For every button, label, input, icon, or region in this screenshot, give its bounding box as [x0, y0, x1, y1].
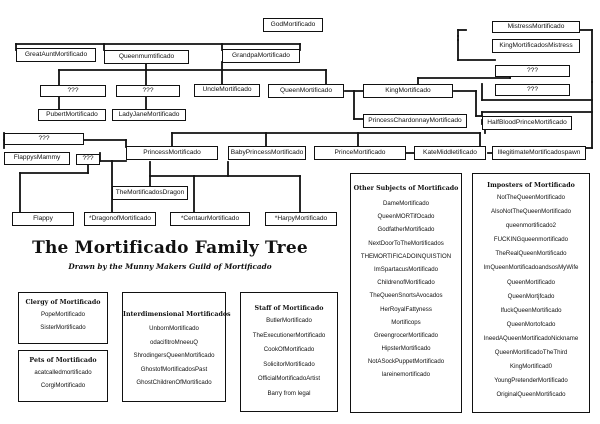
node-illegitimate-mortificadospawn: IllegitimateMortificadospawn	[492, 146, 586, 160]
list-item: YoungPretenderMortificado	[494, 377, 568, 385]
node-dragon-of-mortificado: *DragonofMortificado	[84, 212, 156, 226]
list-item: NextDoorToTheMortificados	[368, 239, 444, 247]
node-the-mortificados-dragon: TheMortificadosDragon	[112, 186, 188, 200]
panel-pets: Pets of Mortificado acatcalledmortificad…	[18, 350, 108, 402]
list-item: QueenMortjfcado	[507, 292, 555, 300]
list-item: CorgiMortificado	[40, 382, 86, 389]
panel-other-subjects-list: DameMortificado QueenMORTifOcado Godfath…	[351, 197, 461, 382]
panel-interdimensional-list: UnbornMortificado odacifitroMneeuQ Shrod…	[123, 322, 225, 390]
panel-other-subjects-heading: Other Subjects of Mortificado	[353, 185, 459, 192]
list-item: GhostofMortificadosPast	[140, 365, 208, 373]
list-item: lareinemortificado	[381, 371, 431, 379]
panel-staff: Staff of Mortificado ButlerMortificado T…	[240, 292, 338, 412]
panel-pets-list: acatcalledmortificado CorgiMortificado	[19, 366, 107, 392]
panel-clergy-heading: Clergy of Mortificado	[25, 299, 101, 306]
node-unknown-b: ???	[116, 85, 180, 97]
node-prince-mortificado: PrinceMortificado	[314, 146, 406, 160]
list-item: odacifitroMneeuQ	[149, 338, 199, 346]
node-king-mortificados-mistress: KingMortificadosMistress	[492, 39, 580, 53]
node-princess-chardonnay-mortificado: PrincessChardonnayMortificado	[363, 114, 467, 128]
panel-staff-list: ButlerMortificado TheExecutionerMortific…	[241, 314, 337, 401]
panel-pets-heading: Pets of Mortificado	[29, 357, 97, 364]
panel-imposters-heading: Imposters of Mortificado	[487, 182, 575, 189]
list-item: TheQueenSnortsAvocados	[369, 292, 443, 300]
list-item: IneedAQueenMortificadoNickname	[483, 334, 579, 342]
list-item: GreengrocerMortificado	[373, 331, 438, 339]
node-unknown-c: ???	[4, 133, 84, 145]
node-harpy-mortificado: *HarpyMortificado	[265, 212, 337, 226]
node-pubert-mortificado: PubertMortificado	[38, 109, 106, 121]
node-king-mortificado: KingMortificado	[363, 84, 453, 98]
node-ladyjane-mortificado: LadyJaneMortificado	[112, 109, 186, 121]
node-mistress-mortificado: MistressMortificado	[492, 21, 580, 33]
list-item: TheExecutionerMortificado	[252, 331, 326, 339]
list-item: KingMortificad0	[510, 363, 552, 371]
node-kate-middletificado: KateMiddletificado	[414, 146, 486, 160]
node-unknown-d: ???	[76, 154, 100, 165]
panel-clergy-list: PopeMortificado SisterMortificado	[19, 308, 107, 334]
list-item: ImSpartacusMortificado	[373, 265, 438, 273]
list-item: ChildrenofMortificado	[377, 279, 435, 287]
panel-other-subjects: Other Subjects of Mortificado DameMortif…	[350, 173, 462, 413]
node-uncle-mortificado: UncleMortificado	[194, 84, 260, 97]
list-item: UnbornMortificado	[149, 325, 199, 332]
list-item: SisterMortificado	[40, 324, 86, 331]
node-halfblood-prince-mortificado: HalfBloodPrinceMortificado	[482, 116, 572, 130]
node-god-mortificado: GodMortificado	[263, 18, 323, 32]
panel-clergy: Clergy of Mortificado PopeMortificado Si…	[18, 292, 108, 344]
node-unknown-a: ???	[40, 85, 106, 97]
node-princess-mortificado: PrincessMortificado	[126, 146, 218, 160]
list-item: IfuckQueenMortificado	[500, 306, 562, 314]
list-item: Barry from legal	[267, 389, 311, 397]
list-item: THEMORTIFICADOINQUISTION	[360, 252, 452, 260]
list-item: GhostChildrenOfMortificado	[136, 379, 212, 386]
node-flappy: Flappy	[12, 212, 74, 226]
list-item: GodfatherMortificado	[377, 226, 435, 234]
list-item: QueenMortofcado	[506, 320, 556, 328]
list-item: QueenMortificadoTheThird	[494, 349, 568, 357]
list-item: QueenMORTifOcado	[377, 213, 435, 221]
list-item: FUCKINGqueenmortificado	[493, 236, 569, 244]
list-item: acatcalledmortificado	[34, 369, 92, 376]
list-item: SolicitorMortificado	[263, 360, 315, 368]
node-baby-princess-mortificado: BabyPrincessMortificado	[228, 146, 306, 160]
list-item: NotTheQueenMortificado	[496, 194, 566, 201]
list-item: PopeMortificado	[40, 311, 86, 318]
node-queen-mortificado: QueenMortificado	[268, 84, 344, 98]
list-item: DameMortificado	[382, 200, 430, 207]
node-queenmum-mortificado: Queenmumtificado	[104, 50, 189, 64]
panel-interdimensional-heading: Interdimensional Mortificados	[123, 311, 231, 318]
node-great-aunt-mortificado: GreatAuntMortificado	[16, 48, 96, 62]
list-item: NotASockPuppetMortificado	[367, 358, 445, 366]
node-flappys-mammy: FlappysMammy	[4, 152, 70, 165]
list-item: Mortificops	[391, 318, 421, 326]
list-item: queenmortificado2	[505, 222, 557, 230]
list-item: HerRoyalFattyness	[380, 305, 432, 313]
list-item: ShrodingersQueenMortificado	[133, 352, 215, 359]
panel-imposters: Imposters of Mortificado NotTheQueenMort…	[472, 173, 590, 413]
panel-interdimensional: Interdimensional Mortificados UnbornMort…	[122, 292, 231, 402]
list-item: CookOfMortificado	[263, 346, 315, 353]
list-item: AlsoNotTheQueenMortificado	[491, 208, 571, 216]
diagram-subtitle: Drawn by the Munny Makers Guild of Morti…	[68, 262, 272, 271]
panel-staff-heading: Staff of Mortificado	[254, 305, 324, 312]
list-item: OriginalQueenMortificado	[496, 391, 566, 399]
diagram-title: The Mortificado Family Tree	[32, 238, 308, 258]
list-item: OfficialMortificadoArtist	[257, 375, 321, 382]
node-grandpa-mortificado: GrandpaMortificado	[222, 49, 300, 63]
list-item: ButlerMortificado	[266, 317, 312, 324]
list-item: QueenMortificado	[506, 278, 556, 286]
panel-imposters-list: NotTheQueenMortificado AlsoNotTheQueenMo…	[473, 191, 589, 402]
node-centaur-mortificado: *CentaurMortificado	[170, 212, 250, 226]
list-item: ImQueenMortificadoandsosMyWife	[483, 264, 579, 272]
node-unknown-right-2: ???	[495, 84, 570, 96]
list-item: HipsterMortificado	[381, 345, 431, 353]
node-unknown-right-1: ???	[495, 65, 570, 77]
list-item: TheRealQueenMortificado	[495, 250, 567, 258]
